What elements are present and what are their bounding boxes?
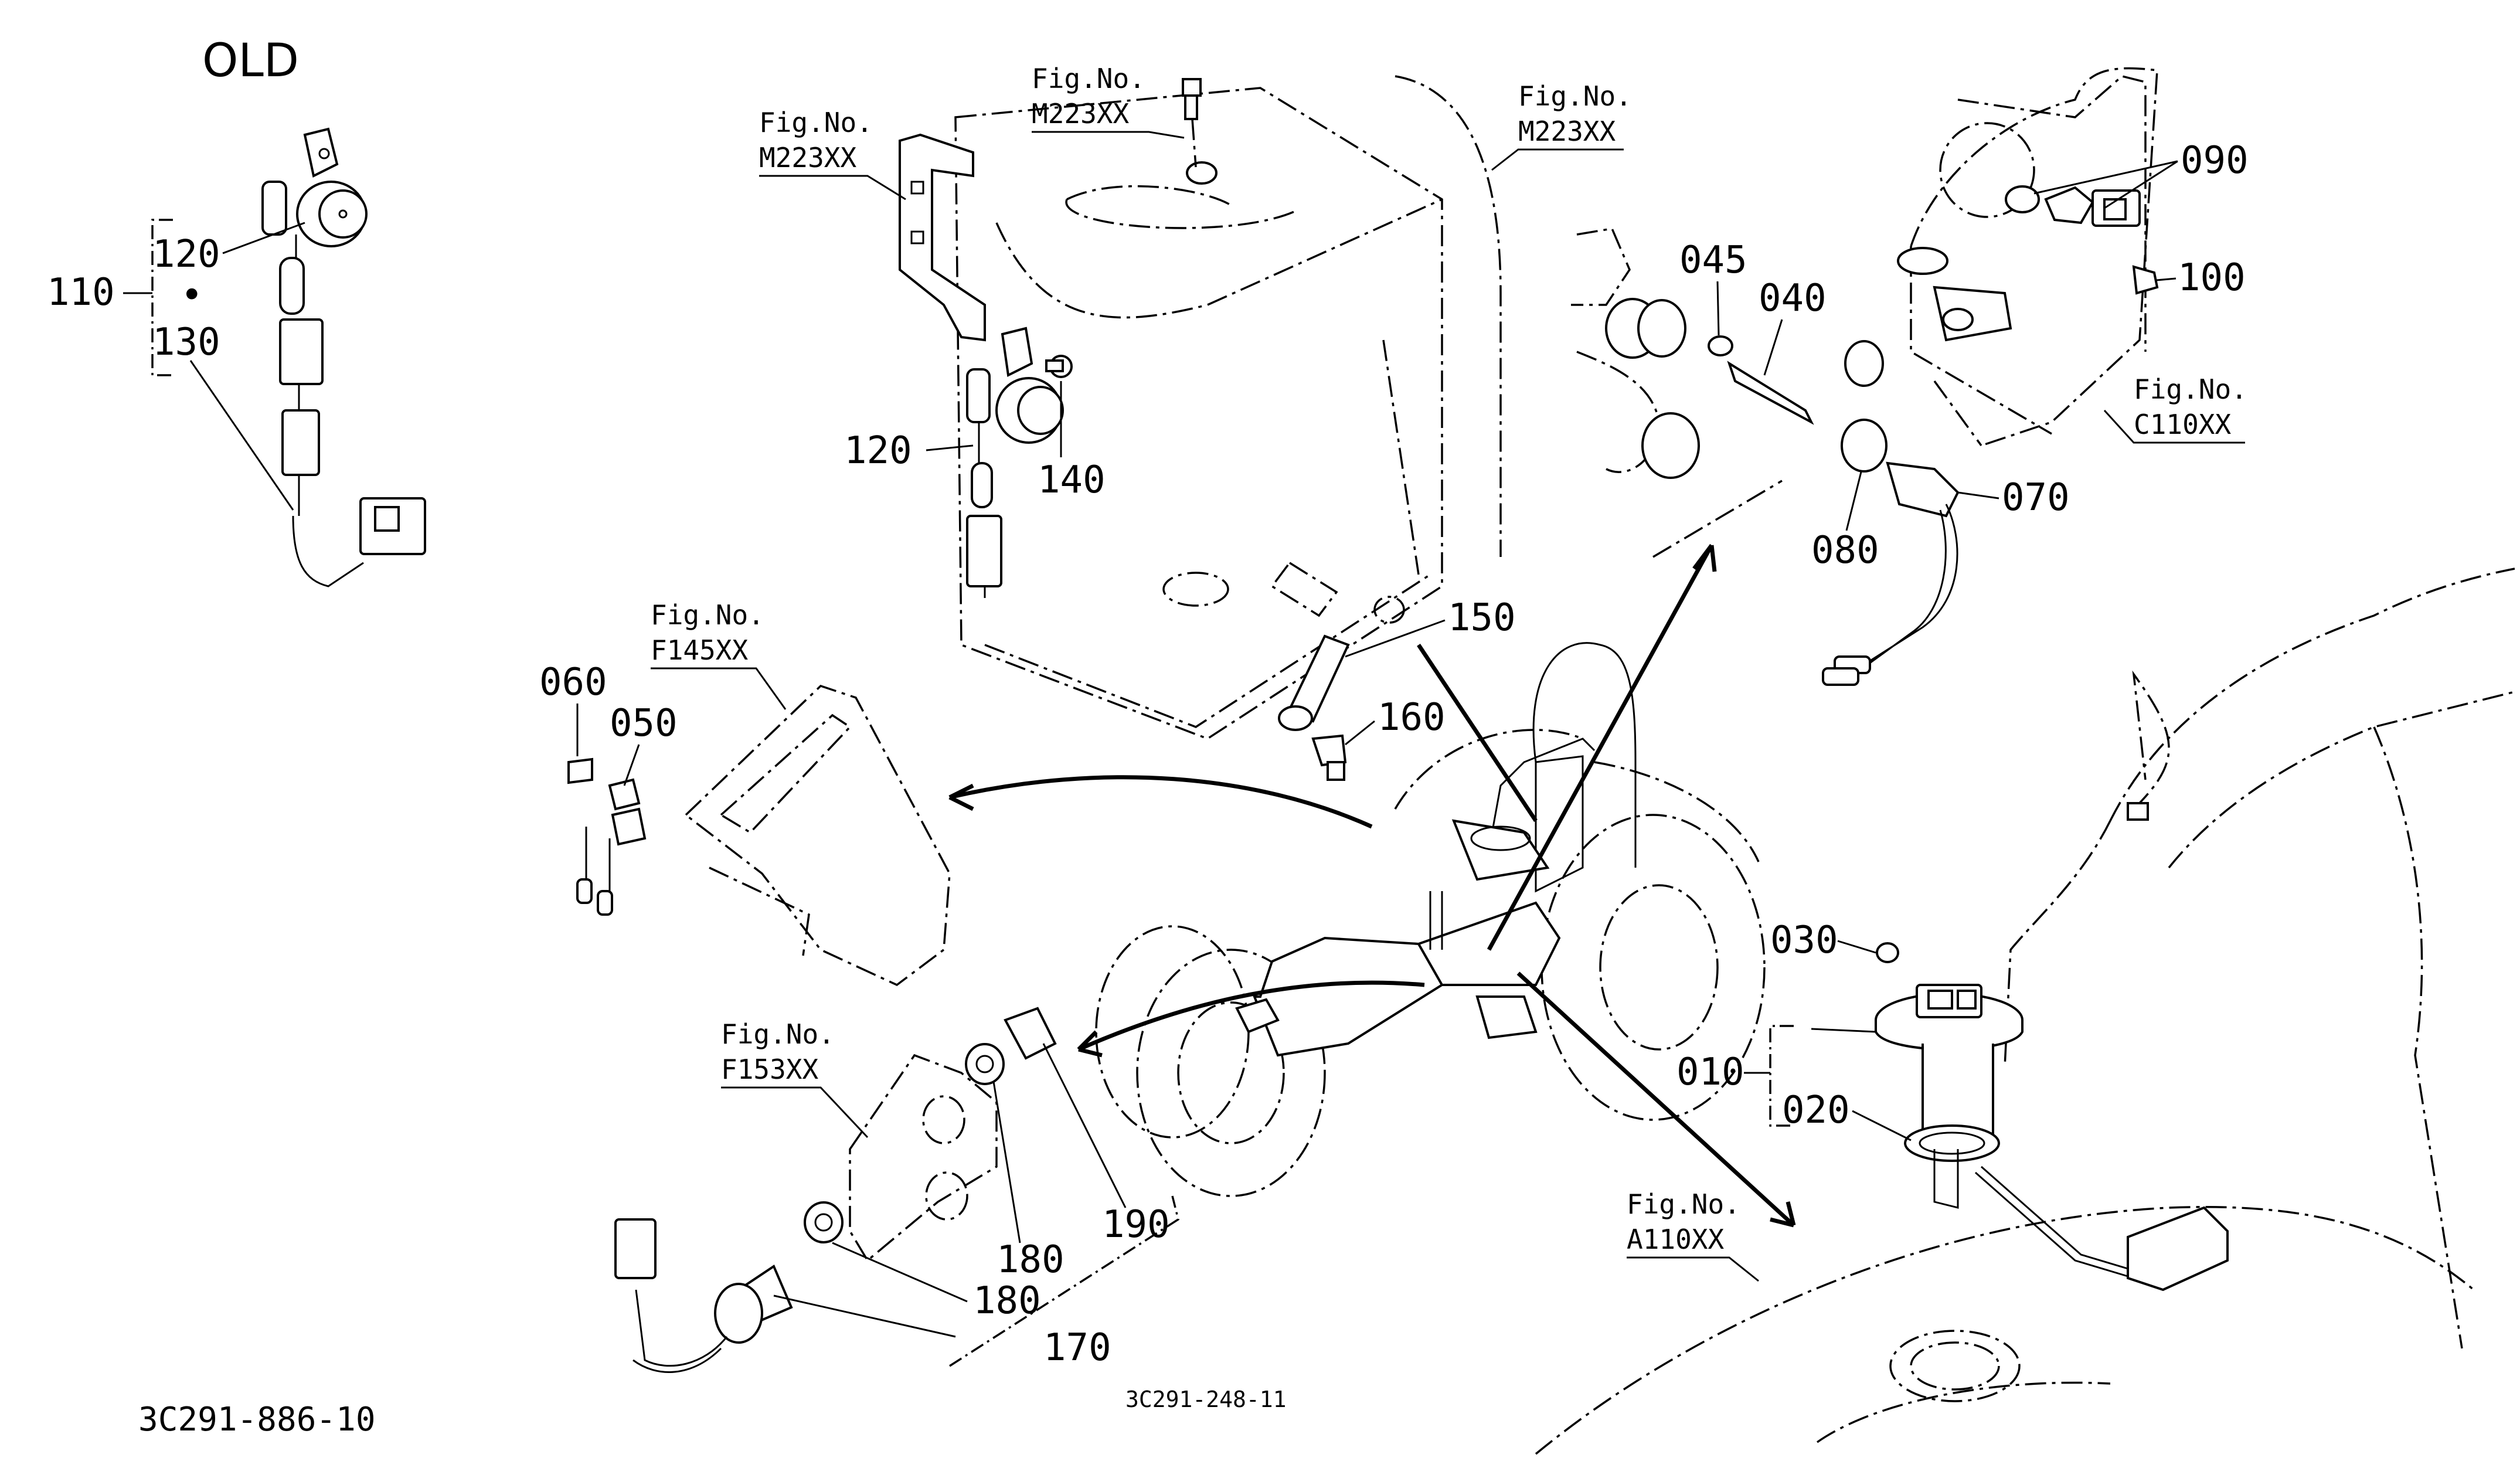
oil-pressure-switch-icon [1571, 227, 1960, 686]
bracket-170 [949, 1195, 1180, 1367]
label-180a: 180 [997, 1238, 1065, 1282]
callout-arrow-f145 [949, 775, 1373, 829]
label-130: 130 [152, 321, 220, 364]
fig-leader-3 [1491, 148, 1624, 171]
old-assembly-bracket [123, 219, 173, 376]
label-old-120: 120 [152, 233, 220, 276]
tractor-illustration-icon [1095, 642, 1766, 1197]
fig-leader-7 [1627, 1256, 1759, 1282]
label-140: 140 [1038, 458, 1106, 502]
fig-caption-6: Fig.No. [721, 1018, 835, 1050]
main-drawing-code: 3C291-248-11 [1125, 1387, 1287, 1412]
leader-160 [1345, 720, 1375, 746]
fig-number-3: M223XX [1518, 115, 1616, 147]
callout-dash-engine [1652, 480, 1783, 558]
leader-100 [2155, 277, 2176, 281]
label-170: 170 [1043, 1326, 1111, 1370]
leader-170 [773, 1294, 956, 1338]
fuel-tank-outline [954, 75, 1502, 740]
fig-number-4: C110XX [2134, 409, 2231, 440]
fig-caption-1: Fig.No. [1032, 63, 1145, 94]
bolt-150-icon [1278, 634, 1350, 731]
temperature-sensor-icon [1897, 185, 2159, 342]
callout-arrow-tank [1516, 971, 1795, 1227]
leader-030 [1837, 940, 1876, 954]
callout-arrow-f153 [1077, 980, 1425, 1052]
label-080: 080 [1811, 529, 1879, 572]
tank-background-outline [1535, 568, 2515, 1455]
leader-080 [1845, 471, 1862, 531]
label-070: 070 [2002, 476, 2070, 519]
callout-arrowhead-f153 [1077, 1030, 1103, 1058]
label-190: 190 [1102, 1203, 1170, 1246]
label-030: 030 [1770, 919, 1838, 962]
fig-number-6: F153XX [721, 1054, 818, 1085]
label-020: 020 [1782, 1089, 1850, 1132]
leader-130 [189, 360, 294, 511]
leader-010-part [1811, 1028, 1876, 1033]
callout-arrowhead-f145 [948, 783, 974, 811]
seat-switch-icon [966, 327, 1073, 598]
label-045: 045 [1679, 239, 1747, 282]
fig-caption-2: Fig.No. [759, 107, 873, 138]
leader-old-120 [222, 222, 305, 254]
label-090: 090 [2181, 139, 2249, 182]
leader-045 [1716, 281, 1720, 336]
fig-caption-5: Fig.No. [651, 599, 764, 631]
label-010: 010 [1676, 1051, 1744, 1094]
leader-070 [1957, 491, 1999, 499]
fig-number-5: F145XX [651, 634, 748, 666]
bracket-010 [1769, 1025, 1794, 1127]
leader-120 [926, 444, 974, 451]
pressure-switch-icon [614, 1007, 1057, 1373]
fig-leader-6 [721, 1086, 869, 1139]
tank-bracket-icon [899, 133, 986, 342]
leader-150 [1345, 619, 1446, 658]
leader-190 [1042, 1043, 1127, 1208]
leader-180a [992, 1081, 1021, 1243]
leader-040 [1763, 319, 1783, 376]
callout-arrowhead-tank [1770, 1201, 1796, 1228]
fig-leader-1 [1032, 131, 1185, 139]
fig-number-2: M223XX [759, 142, 856, 174]
filler-cap-icon [1182, 78, 1218, 185]
fig-leader-5 [651, 667, 787, 710]
label-180b: 180 [973, 1279, 1041, 1323]
label-040: 040 [1759, 277, 1827, 320]
nut-160-icon [1311, 734, 1347, 781]
old-title: OLD [202, 35, 299, 87]
callout-arrowhead-engine [1692, 543, 1717, 572]
fig-leader-4 [2103, 409, 2245, 444]
label-100: 100 [2178, 256, 2246, 300]
label-120: 120 [844, 429, 912, 473]
fig-leader-2 [759, 175, 906, 201]
proximity-switch-icon [567, 757, 647, 916]
label-150: 150 [1448, 596, 1516, 640]
old-drawing-code: 3C291-886-10 [138, 1401, 376, 1439]
fig-caption-4: Fig.No. [2134, 373, 2247, 405]
bracket-f145-icon [684, 685, 951, 987]
callout-arrow-engine [1487, 544, 1714, 951]
fig-caption-3: Fig.No. [1518, 80, 1632, 112]
fig-caption-7: Fig.No. [1627, 1188, 1740, 1220]
fig-number-1: M223XX [1032, 98, 1129, 130]
label-050: 050 [610, 702, 678, 745]
label-110: 110 [47, 271, 115, 314]
fig-number-7: A110XX [1627, 1224, 1724, 1255]
label-160: 160 [1378, 696, 1446, 739]
fuel-sender-unit-icon [1875, 942, 2229, 1292]
leader-050 [623, 744, 640, 786]
label-060: 060 [539, 661, 607, 704]
leader-180b [832, 1242, 968, 1303]
leader-020 [1852, 1110, 1912, 1141]
bracket-f153-icon [849, 1054, 998, 1262]
engine-block-outline [1910, 67, 2158, 447]
leader-090 [2033, 160, 2178, 209]
old-label-separator: • [181, 274, 203, 317]
old-seat-switch-icon [261, 127, 426, 587]
callout-line-seat [1417, 644, 1538, 822]
